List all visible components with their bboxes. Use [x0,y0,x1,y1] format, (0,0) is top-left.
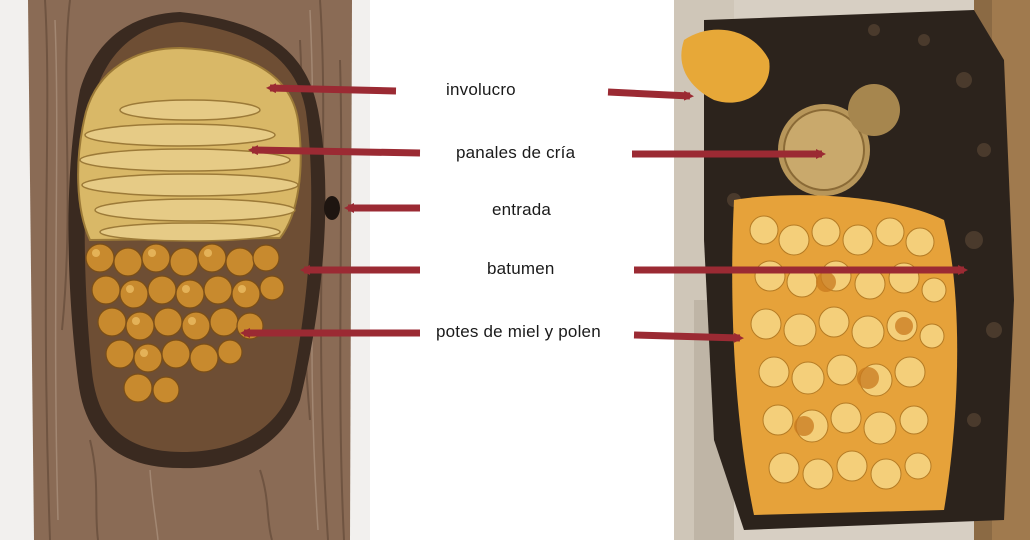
label-panales-de-cria: panales de cría [456,143,575,163]
arrow-involucro-right [608,92,690,96]
arrow-panales-left [252,150,420,153]
label-involucro: involucro [446,80,516,100]
arrow-involucro-left [270,88,396,91]
label-potes-de-miel-y-polen: potes de miel y polen [436,322,601,342]
arrow-potes-right [634,335,740,338]
label-batumen: batumen [487,259,555,279]
label-entrada: entrada [492,200,551,220]
